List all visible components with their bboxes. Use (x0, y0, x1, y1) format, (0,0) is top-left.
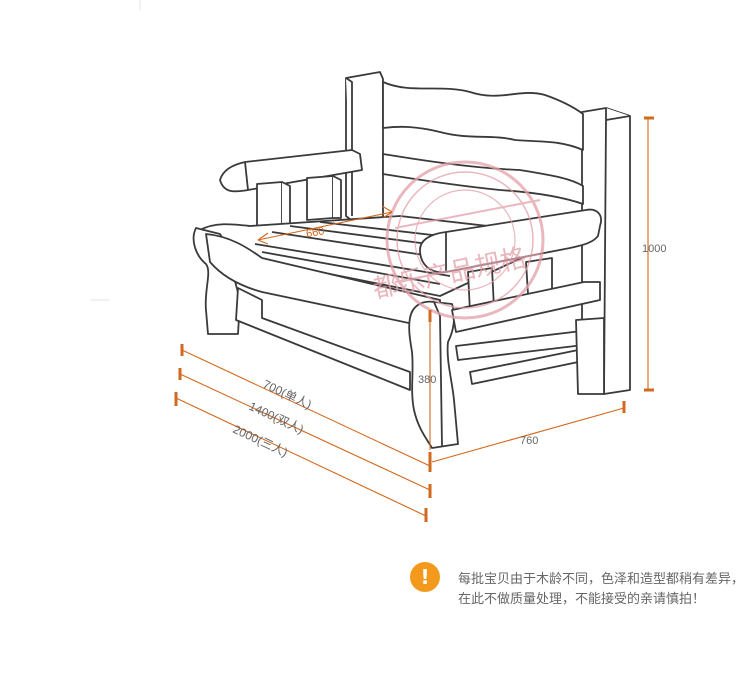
warning-icon: ! (410, 562, 440, 592)
seat-height-label: 380 (418, 374, 436, 386)
dimension-lines (174, 116, 654, 522)
height-label: 1000 (642, 243, 666, 255)
bench-outline (192, 71, 631, 449)
depth-label: 760 (520, 435, 538, 447)
seat-depth-label: 660 (305, 225, 325, 240)
background-faint-lines (90, 0, 141, 301)
notice-text: 每批宝贝由于木龄不同，色泽和造型都稍有差异，在此不做质量处理，不能接受的亲请慎拍… (458, 572, 745, 607)
